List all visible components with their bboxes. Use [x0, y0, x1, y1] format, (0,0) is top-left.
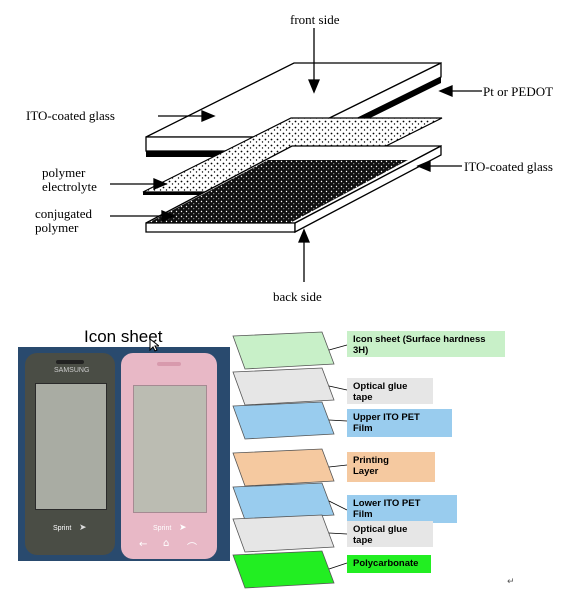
pink-phone-logo-icon: ➤ [179, 523, 187, 533]
layer-sheet-5 [232, 482, 335, 521]
back-side-label: back side [273, 289, 322, 304]
cell-stack-diagram [110, 28, 482, 282]
arrows [110, 28, 482, 282]
polymer-electrolyte-label-1: polymer [42, 165, 86, 180]
mouse-cursor-icon [149, 338, 159, 352]
layer-leader-line-5 [328, 500, 348, 511]
layer-leader-line-6 [328, 532, 348, 535]
layer-leader-line-3 [328, 419, 348, 422]
layer-sheet-2 [232, 367, 335, 406]
conjugated-polymer-label-2: polymer [35, 220, 79, 235]
conjugated-polymer-label-1: conjugated [35, 206, 93, 221]
layer-label-line-1: Polycarbonate [353, 558, 419, 569]
layer-sheet-6 [232, 514, 335, 553]
layer-label-line-1: Lower ITO PET [353, 498, 421, 509]
layer-label-line-1: Printing [353, 455, 389, 466]
layer-label-7: Polycarbonate [347, 555, 431, 573]
phones-photo: SAMSUNG Sprint ➤ Sprint ➤ ← ⌂ ⌒ [18, 347, 230, 561]
layer-label-line-1: Upper ITO PET [353, 412, 420, 423]
black-phone: SAMSUNG Sprint ➤ [25, 353, 115, 555]
layer-leader-line-2 [328, 385, 348, 391]
front-side-label: front side [290, 12, 340, 27]
ito-top-label: ITO-coated glass [26, 108, 115, 123]
pink-phone-screen [133, 385, 207, 513]
pt-pedot-label: Pt or PEDOT [483, 84, 554, 99]
icon-sheet-caption: Icon sheet [84, 327, 163, 346]
polymer-electrolyte-label-2: electrolyte [42, 179, 97, 194]
black-phone-carrier: Sprint [53, 525, 72, 532]
layer-sheet-1 [232, 331, 335, 370]
layer-label-line-1: Optical glue [353, 524, 408, 535]
pink-phone: Sprint ➤ ← ⌂ ⌒ [121, 353, 217, 559]
layer-label-line-2: tape [353, 392, 373, 403]
layer-sheet-4 [232, 448, 335, 487]
layer-leader-line-7 [328, 562, 348, 570]
layer-sheet-7 [232, 550, 335, 589]
layer-label-line-2: Film [353, 509, 373, 520]
black-phone-screen [35, 383, 107, 510]
ito-bottom-label: ITO-coated glass [464, 159, 553, 174]
layer-label-line-1: Optical glue [353, 381, 408, 392]
paragraph-mark-icon: ↵ [507, 576, 515, 586]
layer-label-line-2: tape [353, 535, 373, 546]
layer-label-line-2: Film [353, 423, 373, 434]
end-key-icon: ⌒ [187, 543, 197, 554]
pink-phone-carrier: Sprint [153, 525, 172, 532]
layer-label-line-2: 3H) [353, 345, 369, 356]
layer-leader-line-1 [328, 344, 348, 351]
samsung-brand: SAMSUNG [54, 367, 90, 374]
layer-label-line-2: Layer [353, 466, 379, 477]
black-phone-logo-icon: ➤ [79, 523, 87, 533]
layer-sheet-3 [232, 401, 335, 440]
layer-leader-line-4 [328, 464, 348, 468]
pink-earpiece [157, 362, 181, 366]
back-key-icon: ← [139, 539, 148, 550]
bottom-ito-glass [145, 144, 442, 234]
earpiece [56, 360, 84, 364]
layer-label-line-1: Icon sheet (Surface hardness [353, 334, 486, 345]
home-key-icon: ⌂ [163, 538, 170, 549]
